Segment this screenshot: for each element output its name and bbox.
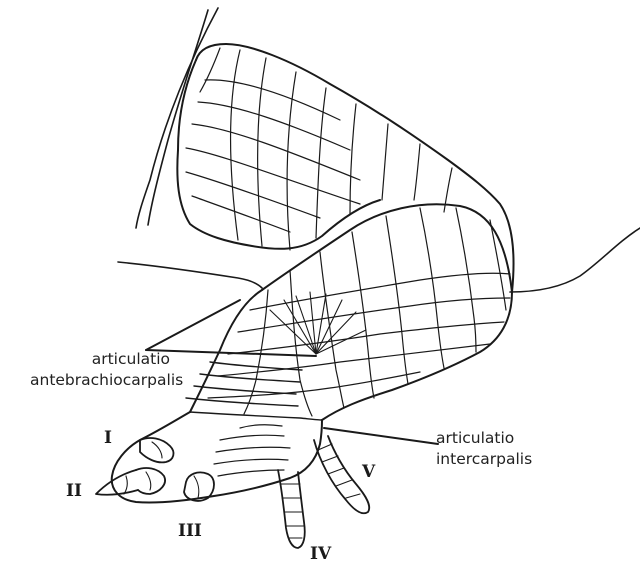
label-antebrachiocarpal-line2: antebrachiocarpalis <box>30 370 170 391</box>
digit-label-ii: II <box>66 481 82 501</box>
wrist-fan <box>270 292 366 354</box>
palm-crease-4 <box>218 470 284 476</box>
digit-i-finger <box>140 438 173 462</box>
leader-antebrachiocarpal-upper <box>146 300 240 350</box>
forearm <box>190 204 512 420</box>
label-intercarpal-line2: intercarpalis <box>436 449 532 470</box>
palm-crease-5 <box>240 425 282 428</box>
body-contour-right <box>510 228 640 292</box>
palm-crease-2 <box>216 447 290 452</box>
forearm-scales <box>208 208 510 416</box>
digit-ii-finger <box>96 468 165 495</box>
leader-lines <box>146 300 438 444</box>
digit-label-i: I <box>104 428 112 448</box>
upper-arm-outline <box>196 44 514 292</box>
digit-v-finger <box>314 436 369 513</box>
digit-label-iv: IV <box>310 544 331 564</box>
digit-label-iii: III <box>178 521 202 541</box>
leader-antebrachiocarpal-lower <box>146 350 316 356</box>
digit-iv-finger <box>278 470 305 548</box>
forearm-outline-top <box>262 204 512 292</box>
forearm-outline-right <box>322 292 512 420</box>
palm-crease-3 <box>214 459 288 464</box>
label-antebrachiocarpal: articulatio antebrachiocarpalis <box>30 349 170 391</box>
label-antebrachiocarpal-line1: articulatio <box>30 349 170 370</box>
label-intercarpal-line1: articulatio <box>436 428 532 449</box>
leader-intercarpal <box>324 428 438 444</box>
label-intercarpal: articulatio intercarpalis <box>436 428 532 470</box>
palm-crease-1 <box>220 435 284 440</box>
body-contour-left-outer <box>136 8 218 228</box>
palm-outline <box>112 412 322 503</box>
body-contour-horizontal <box>118 262 262 288</box>
digit-label-v: V <box>362 462 375 482</box>
digit-iii-finger <box>184 472 214 500</box>
hand <box>112 412 322 503</box>
